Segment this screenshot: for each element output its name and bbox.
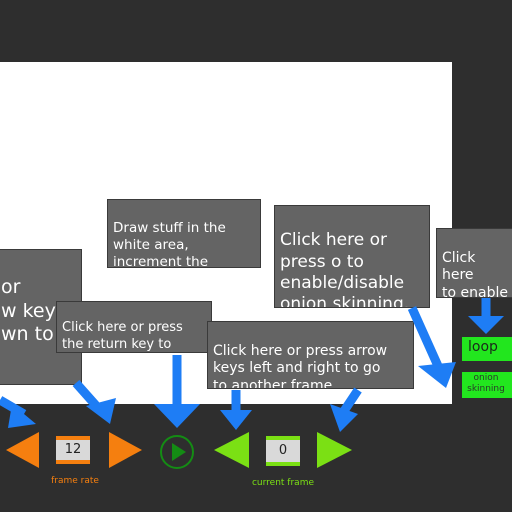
onion-skinning-label: onion skinning — [467, 373, 505, 394]
play-button[interactable] — [159, 434, 195, 470]
frame-rate-value[interactable]: 12 — [56, 436, 90, 464]
triangle-left-icon — [214, 432, 249, 468]
arrow-head-prev — [220, 410, 252, 430]
arrow-head-left — [8, 404, 36, 428]
arrow-head-next — [330, 404, 358, 432]
tooltip-frame-navigation: Click here or press arrow keys left and … — [207, 321, 414, 389]
frame-rate-increase-button[interactable] — [108, 432, 142, 468]
frame-rate-label: frame rate — [51, 476, 99, 486]
arrow-head-play — [154, 404, 200, 428]
tooltip-onion-skinning: Click here or press o to enable/disable … — [274, 205, 430, 308]
frame-prev-button[interactable] — [214, 432, 250, 468]
current-frame-value[interactable]: 0 — [266, 436, 300, 466]
loop-toggle[interactable]: loop — [462, 337, 512, 361]
play-circle-icon — [160, 435, 194, 469]
frame-next-button[interactable] — [316, 432, 352, 468]
onion-skinning-toggle[interactable]: onion skinning — [462, 372, 512, 398]
frame-rate-decrease-button[interactable] — [6, 432, 40, 468]
triangle-left-icon — [6, 432, 39, 468]
arrow-head-loop — [468, 316, 504, 334]
tooltip-draw: Draw stuff in the white area, increment … — [107, 199, 261, 268]
current-frame-label: current frame — [251, 478, 314, 488]
tooltip-loop: Click here to enable loop. — [436, 228, 512, 298]
play-triangle-icon — [172, 443, 186, 461]
loop-label: loop — [468, 339, 498, 355]
triangle-right-icon — [109, 432, 142, 468]
tooltip-play: Click here or press the return key to ru… — [56, 301, 212, 353]
triangle-right-icon — [317, 432, 352, 468]
